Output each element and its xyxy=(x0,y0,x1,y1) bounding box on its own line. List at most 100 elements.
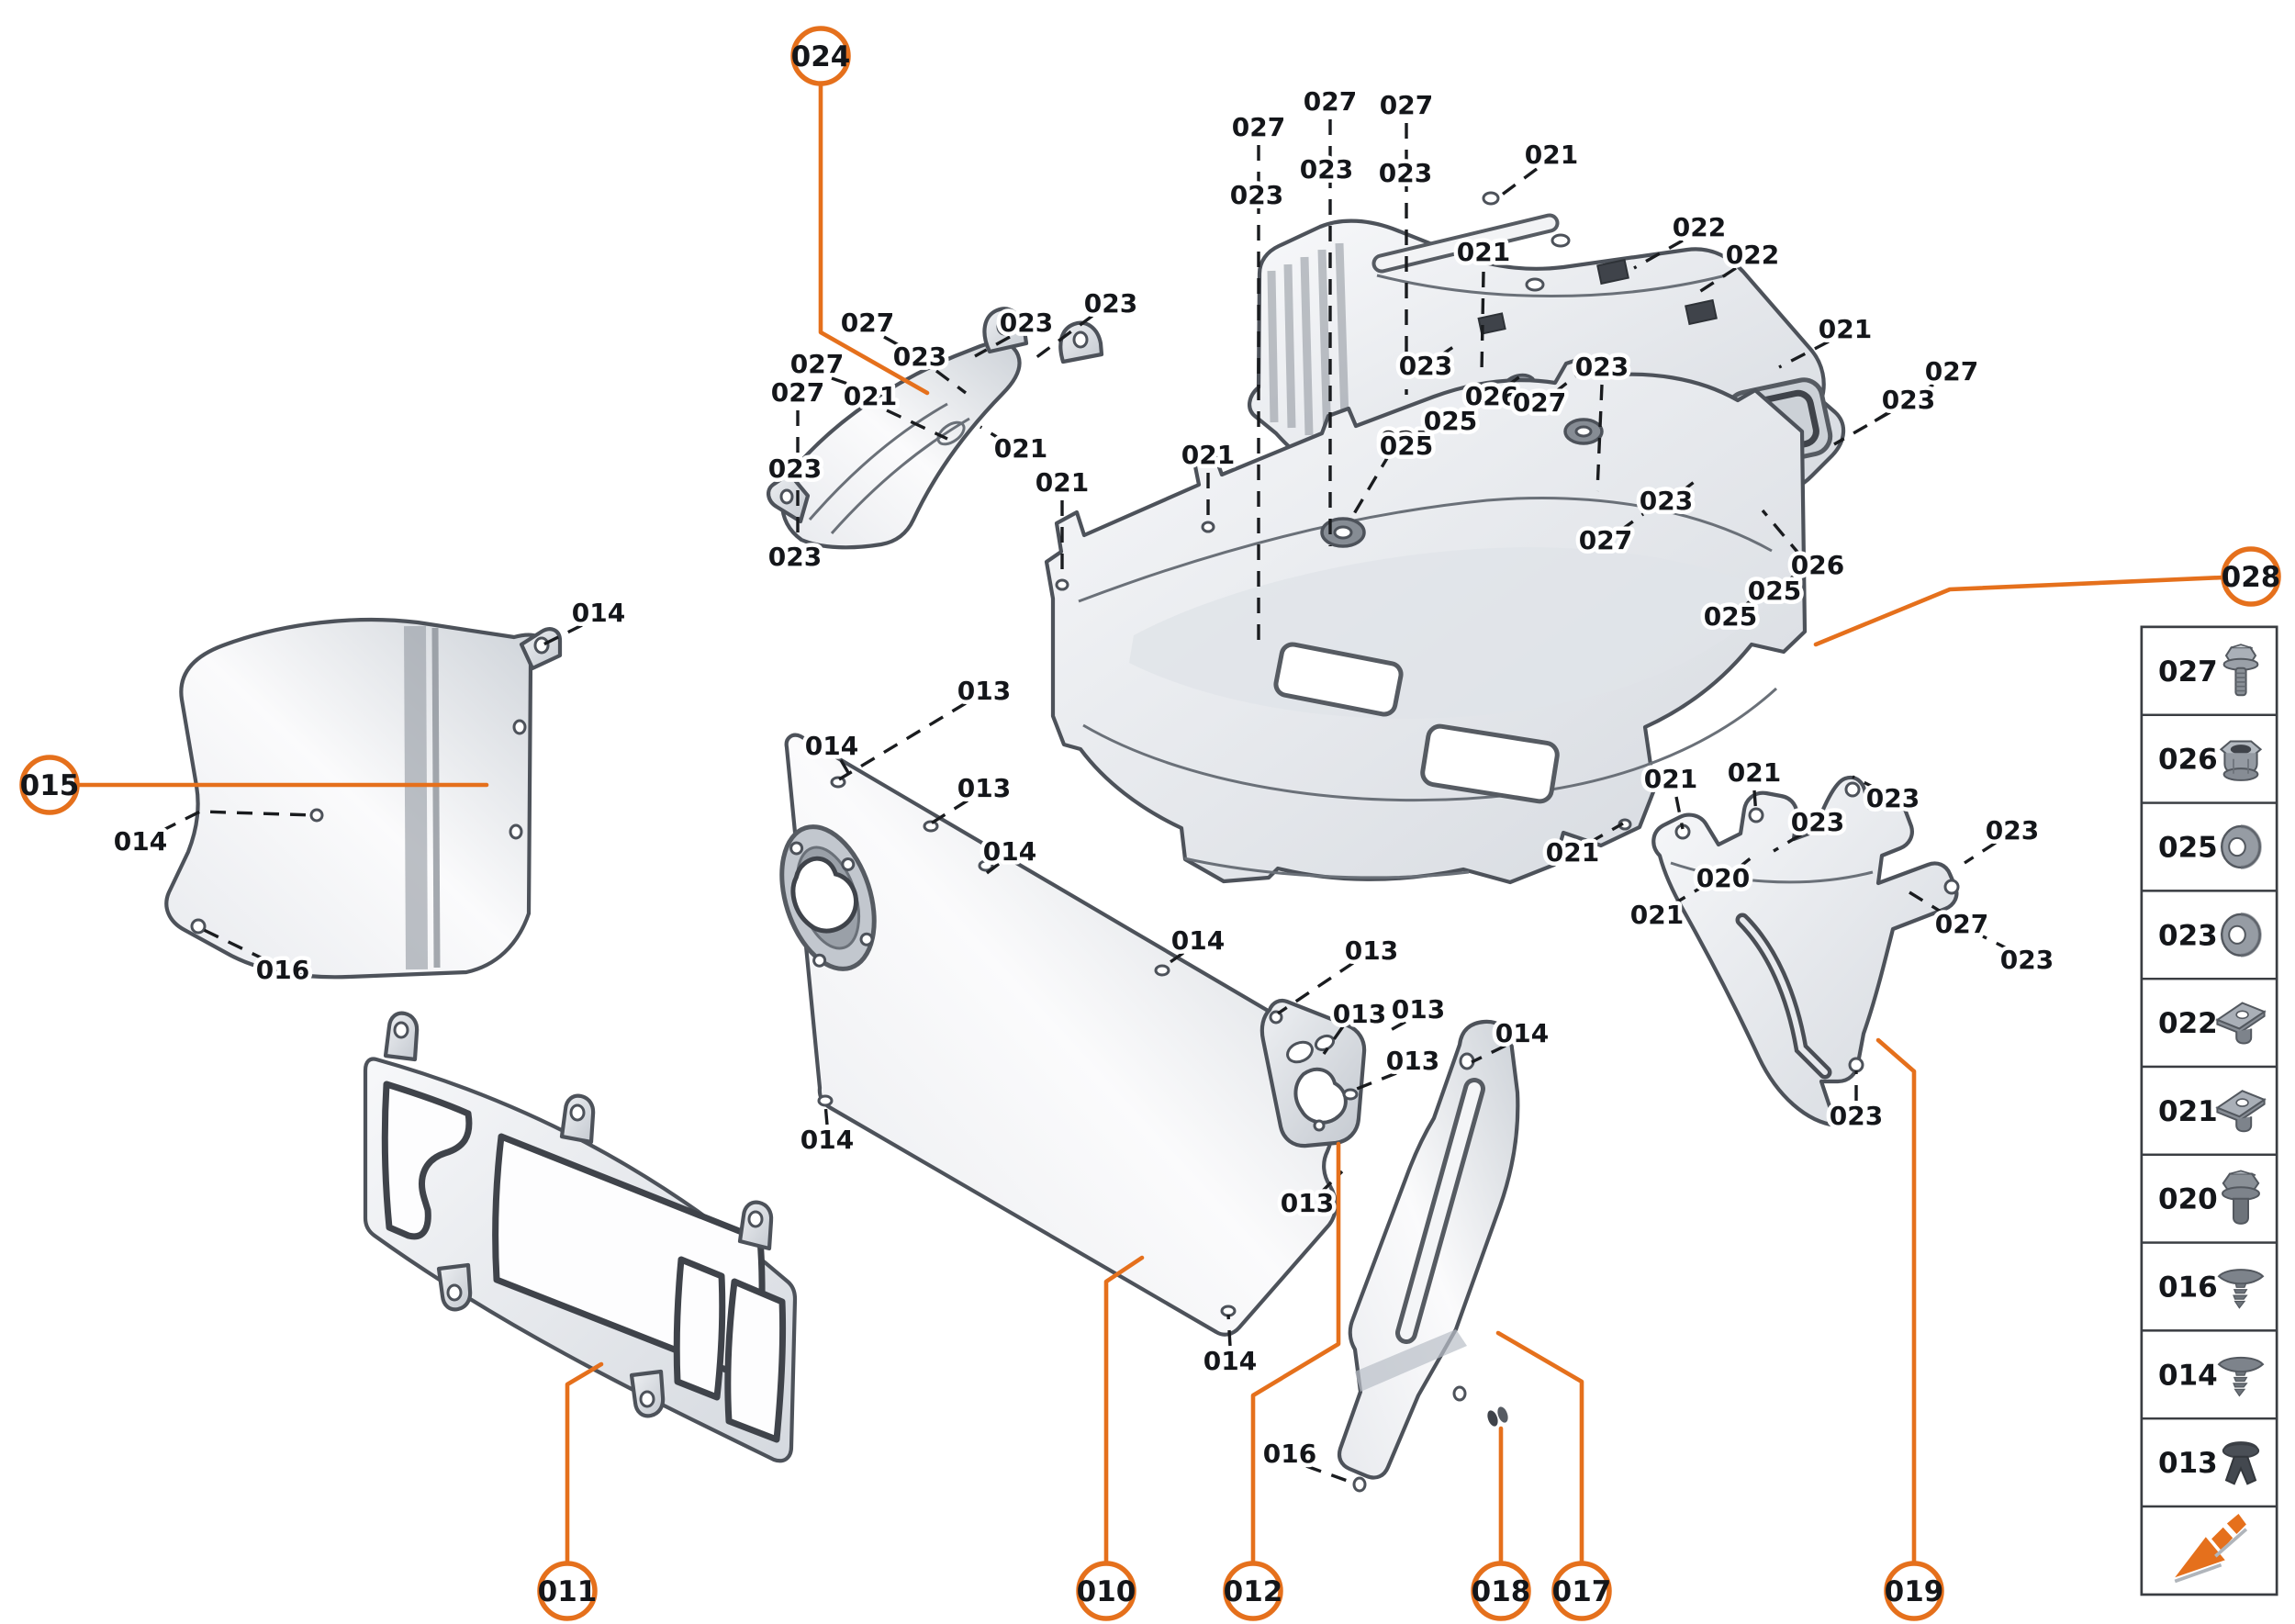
balloon-leader-017 xyxy=(1495,1330,1584,1566)
balloon-012[interactable]: 012 xyxy=(1223,1561,1283,1621)
label-leader-line xyxy=(1505,369,1529,388)
part-number-label: 014 xyxy=(1495,1018,1549,1048)
label-leader-line xyxy=(1674,796,1685,830)
balloon-017[interactable]: 017 xyxy=(1551,1561,1612,1621)
part-number-label: 023 xyxy=(1986,815,2039,846)
balloon-circle[interactable] xyxy=(1471,1561,1531,1621)
balloon-024[interactable]: 024 xyxy=(790,26,851,86)
label-leader-line xyxy=(1752,790,1758,816)
part-number-label: 014 xyxy=(572,598,625,628)
part-number-label: 013 xyxy=(1281,1188,1334,1218)
label-leader-line xyxy=(161,810,316,833)
balloon-circle[interactable] xyxy=(2221,546,2281,607)
legend-row-021[interactable]: 021 xyxy=(2140,1065,2278,1157)
balloon-circle[interactable] xyxy=(1884,1561,1944,1621)
balloon-number: 024 xyxy=(791,40,851,73)
legend-row-020[interactable]: 020 xyxy=(2140,1153,2278,1244)
balloon-010[interactable]: 010 xyxy=(1076,1561,1136,1621)
label-leader-line xyxy=(1493,167,1539,202)
part-number-label: 014 xyxy=(114,826,167,857)
part-number-label: 023 xyxy=(1084,288,1137,319)
part-number-label: 021 xyxy=(1819,314,1872,344)
part-number-label: 023 xyxy=(1230,180,1283,210)
legend-row-025[interactable]: 025 xyxy=(2140,801,2278,892)
label-leader-line xyxy=(1161,951,1184,969)
legend-row-016[interactable]: 016 xyxy=(2140,1241,2278,1332)
part-illustration-011 xyxy=(363,1011,798,1463)
legend-part-number: 020 xyxy=(2158,1183,2218,1216)
label-leader-line xyxy=(1480,271,1485,374)
balloon-leader-012 xyxy=(1250,1141,1341,1566)
legend-washer-icon xyxy=(2222,826,2260,868)
part-number-label: 023 xyxy=(768,454,822,484)
legend-row-023[interactable]: 023 xyxy=(2140,890,2278,980)
part-number-label: 027 xyxy=(771,377,824,408)
balloon-028[interactable]: 028 xyxy=(2221,546,2281,607)
part-number-label: 027 xyxy=(841,308,894,338)
label-leader-line xyxy=(1463,393,1489,413)
part-number-label: 027 xyxy=(1380,90,1433,120)
label-leader-line xyxy=(839,759,852,777)
label-leader-line xyxy=(1305,1464,1356,1485)
part-number-label: 026 xyxy=(1791,550,1844,580)
balloon-number: 010 xyxy=(1077,1575,1136,1608)
balloon-circle[interactable] xyxy=(1551,1561,1612,1621)
part-number-label: 026 xyxy=(1465,381,1518,411)
legend-flange-nut-icon xyxy=(2220,740,2262,782)
part-number-label: 022 xyxy=(1726,240,1779,270)
legend-row-box[interactable] xyxy=(2140,1417,2278,1508)
balloon-011[interactable]: 011 xyxy=(537,1561,598,1621)
balloon-number: 018 xyxy=(1472,1575,1531,1608)
legend-row-box[interactable] xyxy=(2140,1241,2278,1332)
part-number-label: 027 xyxy=(1935,909,1988,939)
part-number-label: 027 xyxy=(1513,387,1566,418)
balloon-callouts-layer: 024 015 028 011 010 012 018 017 019 xyxy=(19,26,2281,1621)
part-number-label: 021 xyxy=(1181,440,1235,470)
balloon-leader-024 xyxy=(818,82,930,396)
legend-row-026[interactable]: 026 xyxy=(2140,713,2278,804)
label-leader-line xyxy=(831,376,856,388)
part-number-label: 023 xyxy=(1640,486,1693,516)
leader-lines-layer xyxy=(161,119,2011,1485)
label-leader-line xyxy=(1696,266,1737,296)
legend-row-027[interactable]: 027 xyxy=(2140,625,2278,717)
label-leader-line xyxy=(1471,1044,1506,1064)
balloon-018[interactable]: 018 xyxy=(1471,1561,1531,1621)
balloon-019[interactable]: 019 xyxy=(1884,1561,1944,1621)
legend-part-number: 014 xyxy=(2158,1359,2218,1392)
balloon-leader-010 xyxy=(1103,1255,1145,1566)
label-leader-line xyxy=(1034,314,1094,360)
legend-row-014[interactable]: 014 xyxy=(2140,1329,2278,1420)
balloon-number: 015 xyxy=(20,769,80,802)
part-illustration-017 xyxy=(1337,1019,1520,1493)
label-leader-line xyxy=(1439,340,1462,358)
balloon-015[interactable]: 015 xyxy=(19,755,80,815)
balloon-circle[interactable] xyxy=(537,1561,598,1621)
part-number-label: 025 xyxy=(1380,431,1433,461)
balloon-circle[interactable] xyxy=(19,755,80,815)
legend-row-013[interactable]: 013 xyxy=(2140,1417,2278,1508)
legend-row-direction[interactable] xyxy=(2140,1505,2278,1596)
part-illustration-012 xyxy=(1259,998,1367,1148)
balloon-number: 012 xyxy=(1224,1575,1283,1608)
part-number-label: 021 xyxy=(1457,237,1510,267)
part-number-label: 023 xyxy=(893,342,946,372)
balloon-circle[interactable] xyxy=(1223,1561,1283,1621)
label-leader-line xyxy=(1671,884,1705,907)
part-number-label: 014 xyxy=(1171,925,1225,956)
balloon-circle[interactable] xyxy=(790,26,851,86)
balloon-leader-011 xyxy=(565,1361,604,1566)
legend-row-022[interactable]: 022 xyxy=(2140,977,2278,1069)
part-number-label: 025 xyxy=(1424,406,1477,436)
label-leader-line xyxy=(883,335,926,362)
part-number-label: 014 xyxy=(800,1125,854,1155)
legend-part-number: 026 xyxy=(2158,744,2218,777)
part-illustration-015 xyxy=(164,617,563,980)
label-leader-line xyxy=(1348,453,1392,522)
balloon-circle[interactable] xyxy=(1076,1561,1136,1621)
label-leader-line xyxy=(1852,775,1879,791)
legend-part-number: 025 xyxy=(2158,832,2218,865)
label-leader-line xyxy=(1964,841,1997,865)
legend-part-number: 023 xyxy=(2158,919,2218,952)
